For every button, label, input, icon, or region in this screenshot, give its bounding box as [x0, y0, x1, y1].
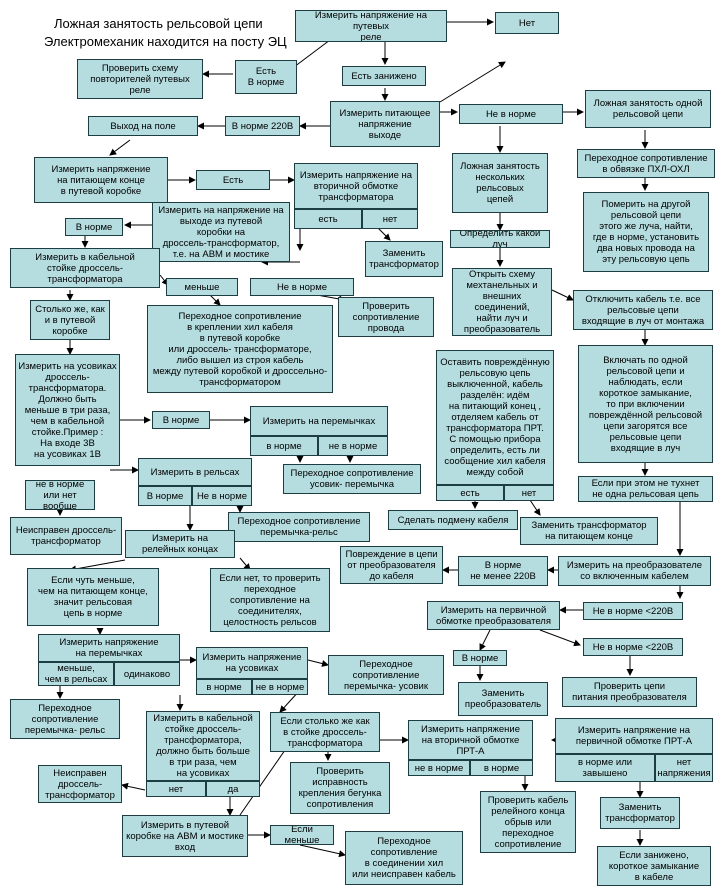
node-disconnect-cable: Отключить кабель т.е. все рельсовые цепи…: [573, 290, 713, 330]
node-go-field: Выход на поле: [88, 116, 198, 136]
node-measure-primary-converter: Измерить на первичной обмотке преобразов…: [427, 601, 560, 630]
node-rails-not-normal: Не в норме: [192, 486, 252, 506]
node-jumpers-not-normal: не в норме: [318, 436, 388, 456]
node-check-repeaters: Проверить схему повторителей путевых рел…: [77, 59, 203, 99]
node-secondary-yes: есть: [294, 209, 362, 229]
node-jumpers-normal: в норме: [250, 436, 318, 456]
node-measure-output-box: Измерить на напряжение на выходе из путе…: [152, 202, 290, 262]
node-switch-one-by-one: Включать по одной рельсовой цепи и наблю…: [578, 345, 713, 463]
node-replace-transformer-2: Заменить трансформатор: [600, 797, 680, 829]
node-measure-whiskers-2: Измерить напряжение на усовиках: [196, 647, 308, 679]
node-measure-other: Померить на другой рельсовой цепи этого …: [583, 192, 709, 272]
node-measure-jumpers: Измерить на перемычках: [250, 406, 388, 436]
node-not-normal-or-none: не в норме или нет вообще: [25, 480, 95, 510]
node-resistance-connection: Переходное сопротивление в соединении хи…: [345, 831, 463, 885]
node-check-slider: Проверить исправность крепления бегунка …: [290, 762, 390, 814]
title-line-1: Ложная занятость рельсовой цепи: [54, 16, 263, 31]
node-measure-box-avm: Измерить в путевой коробке на АВМ и мост…: [122, 815, 248, 857]
node-less-than-rails: меньше, чем в рельсах: [38, 662, 114, 686]
node-measure-secondary-prt: Измерить напряжение на вторичной обмотке…: [408, 720, 533, 760]
node-resistance-clamp: Переходное сопротивление в креплении хил…: [147, 305, 333, 393]
node-resistance-jumper-whisker: Переходное сопротивление перемычка- усов…: [328, 655, 444, 695]
node-measure-secondary: Измерить напряжение на вторичной обмотке…: [294, 163, 418, 209]
node-normal-4: В норме: [453, 650, 507, 666]
node-normal-2: В норме: [65, 218, 123, 236]
node-measure-jumpers-2: Измерить напряжение на перемычках: [38, 634, 180, 662]
node-normal-3: В норме: [152, 411, 210, 429]
node-measure-rails: Измерить в рельсах: [138, 458, 252, 486]
node-false-several: Ложная занятость нескольких рельсовых це…: [452, 153, 548, 213]
node-no: Нет: [495, 12, 559, 34]
node-not-normal-1: Не в норме: [459, 104, 563, 124]
node-resistance-jumper-rail-2: Переходное сопротивление перемычка- рель…: [10, 699, 120, 739]
node-same-as-box: Столько же, как и в путевой коробке: [30, 300, 110, 340]
node-check-wire: Проверить сопротивление провода: [338, 297, 434, 337]
node-replace-converter: Заменить преобразователь: [458, 682, 548, 716]
node-resistance-binding: Переходное сопротивление в обвязке ПХЛ-О…: [577, 149, 715, 178]
node-if-not-check: Если нет, то проверить переходное сопрот…: [210, 568, 330, 632]
node-prt1-normal-or-high: в норме или завышено: [555, 754, 655, 782]
node-measure-cable-rack-2: Измерить в кабельной стойке дроссель- тр…: [146, 711, 260, 781]
node-resistance-jumper-rail: Переходное сопротивление перемычка-рельс: [228, 512, 370, 542]
node-same: одинаково: [114, 662, 180, 686]
node-open-scheme: Открыть схему мехтанельных и внешних сое…: [452, 268, 552, 336]
node-resistance-whisker-jumper: Переходное сопротивление усовик- перемыч…: [283, 464, 421, 494]
node-not-normal-220b: Не в норме <220В: [583, 638, 683, 656]
node-normal-220: В норме 220В: [225, 116, 300, 136]
node-prt2-normal: в норме: [470, 760, 533, 776]
node-rails-normal: В норме: [138, 486, 192, 506]
node-measure-supply: Измерить питающее напряжение выходе: [330, 101, 440, 147]
title-line-2: Электромеханик находится на посту ЭЦ: [44, 34, 287, 49]
node-if-slightly-less: Если чуть меньше, чем на питающем конце,…: [27, 568, 159, 626]
node-measure-cable-rack: Измерить в кабельной стойке дроссель- тр…: [10, 248, 160, 288]
node-whiskers2-normal: в норме: [196, 679, 252, 695]
node-replace-transformer: Заменить трансформатор: [365, 241, 443, 277]
node-measure-relay-ends: Измерить на релейных концах: [125, 530, 235, 558]
node-damage-converter: Повреждение в цепи от преобразователя до…: [340, 546, 443, 584]
node-replace-cable: Сделать подмену кабеля: [388, 510, 518, 530]
node-if-less: Если меньше: [270, 825, 334, 845]
node-yes: Есть: [196, 170, 270, 190]
node-if-not-off: Если при этом не тухнет не одна рельсова…: [578, 476, 713, 502]
node-measure-converter: Измерить на преобразователе со включенны…: [558, 556, 711, 586]
node-rack2-yes: да: [206, 781, 260, 797]
node-rack2-no: нет: [146, 781, 206, 797]
node-check-converter-power: Проверить цепи питания преобразователя: [562, 677, 697, 707]
node-measure-track-relay: Измерить напряжение на путевых реле: [295, 10, 447, 42]
node-prt2-not-normal: не в норме: [408, 760, 470, 776]
node-measure-primary-prt: Измерить напряжение на первичной обмотке…: [555, 718, 713, 754]
node-less-1: меньше: [166, 278, 238, 296]
node-prt1-no-voltage: нет напряжения: [655, 754, 713, 782]
node-if-same-rack: Если столько же как в стойке дроссель- т…: [270, 712, 380, 752]
node-yes-normal: Есть В норме: [235, 60, 297, 94]
node-leave-no: нет: [504, 485, 554, 501]
node-normal-not-less-220: В норме не менее 220В: [458, 556, 548, 586]
node-leave-yes: есть: [436, 485, 504, 501]
node-not-normal-220a: Не в норме <220В: [583, 602, 683, 620]
node-if-low-short: Если занижено, короткое замыкание в кабе…: [597, 846, 711, 886]
node-false-one-circuit: Ложная занятость одной рельсовой цепи: [585, 90, 711, 128]
node-measure-whiskers: Измерить на усовиках дроссель- трансформ…: [15, 354, 120, 466]
node-replace-feed-transformer: Заменить трансформатор на питающем конце: [520, 517, 658, 545]
node-faulty-choke-2: Неисправен дроссель- трансформатор: [38, 765, 122, 803]
node-whiskers2-not-normal: не в норме: [252, 679, 308, 695]
node-define-beam: Определить какой луч: [450, 230, 550, 248]
node-leave-damaged: Оставить повреждённую рельсовую цепь вык…: [436, 350, 554, 485]
node-measure-feed-end: Измерить напряжение на питающем конце в …: [34, 157, 168, 203]
node-yes-low: Есть занижено: [342, 66, 426, 86]
node-secondary-no: нет: [362, 209, 418, 229]
node-check-relay-cable: Проверить кабель релейного конца обрыв и…: [480, 791, 576, 853]
node-not-normal-2: Не в норме: [250, 278, 354, 296]
node-faulty-choke-1: Неисправен дроссель- трансформатор: [10, 517, 122, 555]
